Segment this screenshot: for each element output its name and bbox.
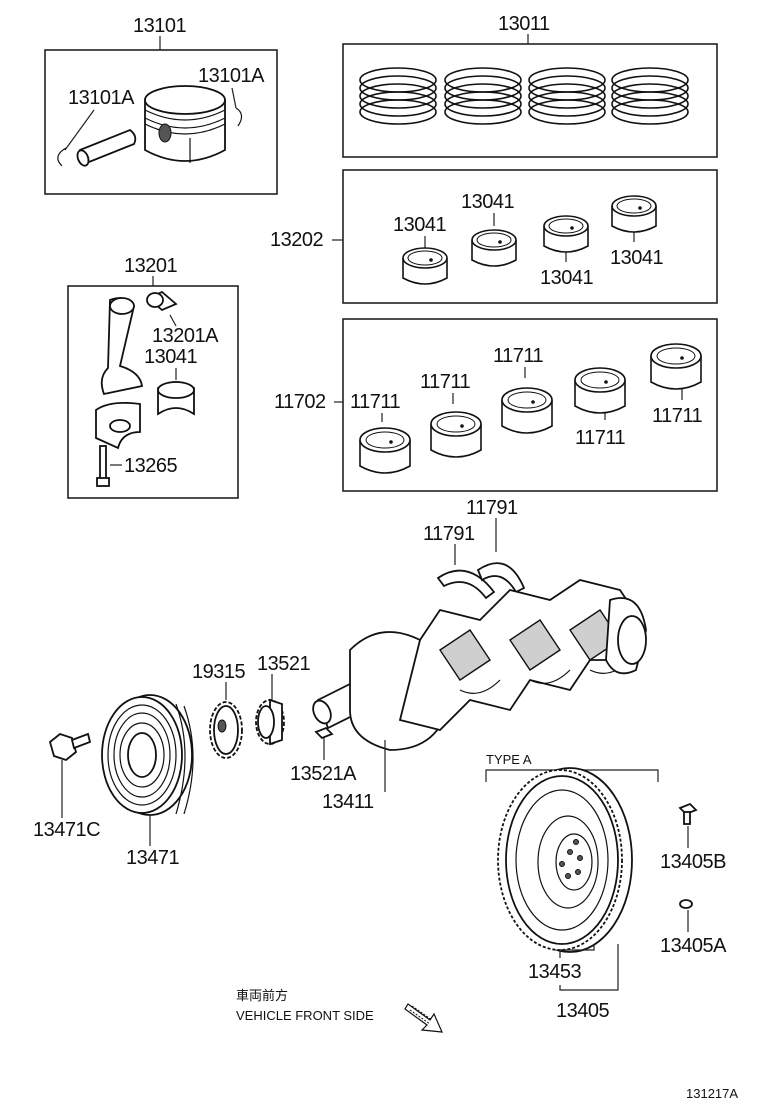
main-bearing-1-label: 11711 [350,391,401,413]
crank-bearing-a-label: 13041 [393,214,446,236]
bearing-shell [402,247,448,285]
vehicle-front-indicator: 車両前方 VEHICLE FRONT SIDE [236,988,443,1033]
flywheel-pin [679,899,693,909]
connecting-rod [95,297,144,450]
thrust-washer-left [436,569,496,600]
flywheel-pin-label: 13405A [660,935,727,957]
thrust-washer-group: 11791 11791 [423,497,526,600]
crank-bearing-b-label: 13041 [461,191,514,213]
oil-pump-gear [209,701,243,759]
ring-gear-label: 13453 [528,961,581,983]
main-bearing-5-label: 11711 [652,405,703,427]
type-a-label: TYPE A [486,752,532,767]
con-rod-bearing [157,381,195,416]
main-bearing-4-label: 11711 [575,427,626,449]
main-bearing-2-label: 11711 [420,371,471,393]
piston-ring-stack [611,67,689,125]
pulley-group: 13471C 13471 [33,694,194,869]
flywheel-bolt [678,802,698,825]
con-rod-bearing-set-label: 13202 [270,229,323,251]
con-rod-bearing-group: 13202 13041 13041 13041 13041 [270,169,718,304]
main-bearing-set-label: 11702 [274,391,326,413]
con-rod-bush [146,290,178,312]
crankshaft-label: 13411 [322,791,374,813]
thrust-washer-right [476,562,526,594]
bearing-shell [471,229,517,267]
pulley-bolt [48,732,92,762]
con-rod-bush-label: 13201A [152,325,219,347]
con-rod-box [67,285,239,499]
bearing-shell [611,195,657,233]
piston-pin [76,128,137,167]
bearing-shell [574,367,626,414]
ring-set-box [342,43,718,158]
piston-box [44,49,278,195]
con-rod-assy-label: 13201 [124,255,177,277]
oil-pump-gear-label: 19315 [192,661,245,683]
piston-ring-stack [359,67,437,125]
figure-code: 131217A [686,1086,738,1101]
key-label: 13521A [290,763,357,785]
con-rod-bearing-box [342,169,718,304]
pulley-label: 13471 [126,847,179,869]
piston-set-label: 13101 [133,15,186,37]
bearing-shell [359,427,411,474]
flywheel-bolt-label: 13405B [660,851,726,873]
thrust-washer-left-label: 11791 [423,523,475,545]
piston-snap-ring-left-label: 13101A [68,87,135,109]
con-rod-group: 13201 13201A 13041 13265 [67,255,239,499]
flywheel [497,767,633,953]
piston-group: 13101 13101A 13101A [44,15,278,195]
vehicle-front-jp-text: 車両前方 [236,988,288,1004]
piston-ring-stack [528,67,606,125]
gear-group: 19315 13521 [192,653,311,759]
thrust-washer-right-label: 11791 [466,497,518,519]
bearing-shell [650,343,702,390]
piston [144,85,226,163]
front-arrow-icon [404,1003,443,1033]
bearing-shell [501,387,553,434]
crank-bearing-d-label: 13041 [610,247,663,269]
flywheel-group: TYPE A 13405B 13405A 13453 13405 [485,752,728,1022]
crank-pulley [101,694,194,816]
crank-bearing-c-label: 13041 [540,267,593,289]
bearing-shell [543,215,589,253]
main-bearing-box [342,318,718,492]
piston-snap-ring-right-label: 13101A [198,65,265,87]
ring-set-label: 13011 [498,13,550,35]
flywheel-label: 13405 [556,1000,609,1022]
con-rod-bearing-label: 13041 [144,346,197,368]
bearing-shell [430,411,482,458]
con-rod-bolt [96,445,110,487]
crankshaft [312,579,647,751]
piston-ring-stack [444,67,522,125]
con-rod-bolt-label: 13265 [124,455,177,477]
pulley-bolt-label: 13471C [33,819,100,841]
main-bearing-3-label: 11711 [493,345,544,367]
crankshaft-key [314,726,334,740]
timing-gear-label: 13521 [257,653,310,675]
main-bearing-group: 11702 11711 11711 11711 11711 11711 [274,318,718,492]
vehicle-front-en-text: VEHICLE FRONT SIDE [236,1008,374,1023]
timing-gear [255,698,285,746]
ring-set-group: 13011 [342,13,718,158]
